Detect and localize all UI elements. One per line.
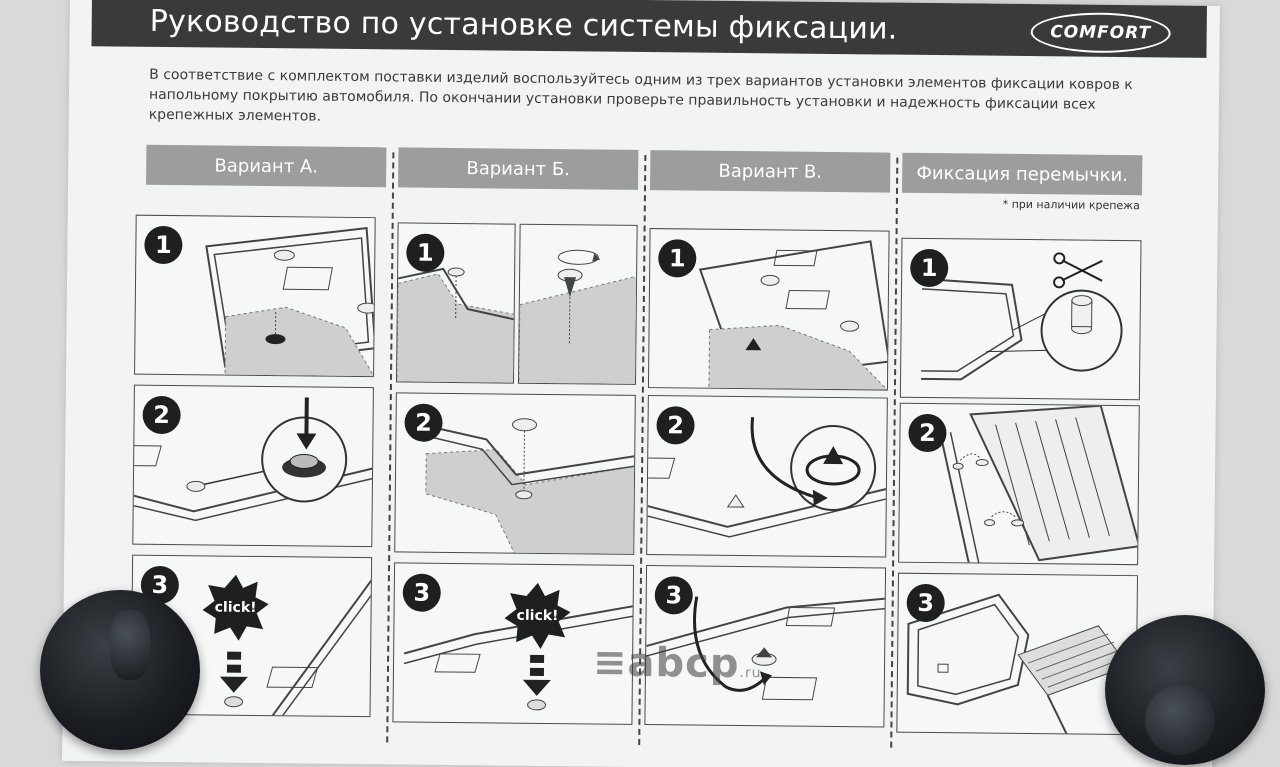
step-number: 2 bbox=[656, 406, 695, 445]
step-v-1: 1 bbox=[647, 228, 890, 391]
mat-illustration bbox=[205, 226, 376, 378]
step-b-1a: 1 bbox=[395, 222, 516, 384]
step-number: 2 bbox=[404, 403, 443, 442]
mat-illustration bbox=[403, 604, 635, 711]
mat-illustration bbox=[219, 577, 373, 718]
column-title: Фиксация перемычки. bbox=[901, 152, 1143, 196]
clip-screw-head bbox=[1145, 685, 1215, 755]
clip-stem bbox=[110, 610, 150, 680]
step-number: 2 bbox=[142, 395, 181, 435]
step-number: 1 bbox=[406, 233, 445, 272]
step-fix-1: 1 bbox=[899, 237, 1142, 401]
column-title: Вариант А. bbox=[146, 144, 387, 188]
step-fix-3: 3 bbox=[896, 572, 1139, 736]
mat-illustration bbox=[416, 418, 636, 555]
column-jumper-fix: Фиксация перемычки. * при наличии крепеж… bbox=[901, 152, 1143, 214]
step-a-1: 1 bbox=[134, 214, 376, 378]
mat-illustration bbox=[518, 249, 638, 385]
mat-illustration bbox=[939, 404, 1140, 565]
step-number: 3 bbox=[906, 583, 945, 623]
column-note: * при наличии крепежа bbox=[1002, 197, 1140, 213]
clip-fastener-left bbox=[40, 590, 200, 750]
step-number: 3 bbox=[402, 573, 441, 612]
step-v-2: 2 bbox=[646, 395, 888, 558]
column-variant-v: Вариант В. bbox=[650, 150, 891, 193]
step-b-3: 3 click! bbox=[392, 562, 635, 725]
step-fix-2: 2 bbox=[898, 402, 1140, 566]
instruction-sheet: Руководство по установке системы фиксаци… bbox=[61, 0, 1220, 767]
page-title: Руководство по установке системы фиксаци… bbox=[149, 3, 898, 47]
mat-illustration bbox=[396, 267, 516, 384]
comfort-logo: COMFORT bbox=[1030, 12, 1171, 54]
step-a-2: 2 bbox=[132, 384, 374, 548]
watermark-suffix: .ru bbox=[739, 665, 762, 682]
mat-illustration bbox=[645, 596, 887, 701]
step-v-3: 3 bbox=[644, 565, 887, 728]
mat-illustration bbox=[647, 416, 888, 538]
step-b-2: 2 bbox=[394, 392, 636, 555]
column-variant-b: Вариант Б. bbox=[398, 147, 639, 190]
watermark-brand: ≡abcp bbox=[592, 639, 740, 688]
step-number: 1 bbox=[144, 225, 183, 265]
logo-text: COMFORT bbox=[1050, 22, 1152, 44]
step-number: 1 bbox=[910, 248, 949, 288]
step-b-1b bbox=[517, 223, 638, 385]
header-bar: Руководство по установке системы фиксаци… bbox=[91, 0, 1207, 58]
column-title: Вариант В. bbox=[650, 150, 891, 193]
step-number: 2 bbox=[908, 413, 947, 453]
column-variant-a: Вариант А. bbox=[146, 144, 387, 188]
column-title: Вариант Б. bbox=[398, 147, 639, 190]
mat-illustration bbox=[133, 397, 374, 522]
abcp-watermark: ≡abcp.ru bbox=[593, 639, 762, 687]
clip-fastener-right bbox=[1105, 615, 1265, 765]
mat-illustration bbox=[921, 252, 1123, 381]
step-a-3: 3 click! bbox=[130, 554, 373, 718]
intro-text: В соответствие с комплектом поставки изд… bbox=[148, 66, 1133, 125]
step-number: 3 bbox=[654, 576, 693, 615]
mat-illustration bbox=[906, 593, 1129, 736]
step-number: 1 bbox=[658, 239, 697, 278]
